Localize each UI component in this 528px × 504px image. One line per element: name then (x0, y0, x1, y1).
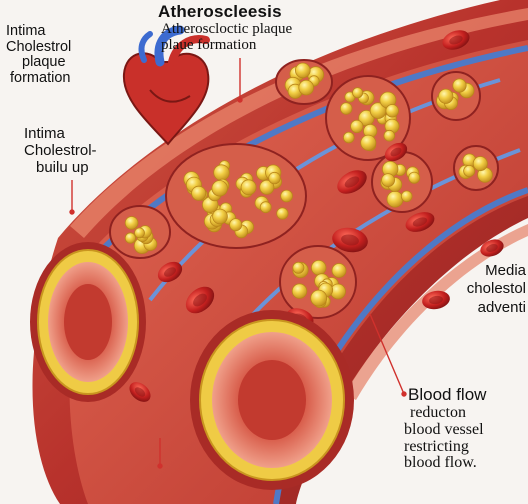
plaque-globule (472, 156, 488, 172)
red-blood-cell (422, 290, 450, 310)
red-blood-cell (332, 227, 368, 253)
wall-highlight-lower (344, 224, 528, 400)
plaque-globule (350, 119, 364, 134)
plaque-globule (385, 104, 399, 118)
red-blood-cell (337, 170, 367, 194)
label-media: Media cholestol adventi (467, 262, 526, 317)
plaque-globule (311, 260, 327, 276)
plaque-globule (452, 78, 467, 93)
cross-section-left (30, 242, 146, 402)
subtitle: Atheroscloctic plaque plaue formation (161, 21, 293, 54)
label-line: Cholestrol- (24, 141, 97, 159)
cross-section-right (190, 310, 354, 490)
plaque-globule (213, 164, 230, 181)
plaque-globule (352, 87, 364, 99)
plaque-globule (292, 261, 305, 274)
plaque-globule (124, 232, 136, 244)
plaque-globule (212, 208, 228, 225)
red-blood-cell (384, 142, 408, 162)
plaque-globule (386, 190, 404, 208)
plaque-globule (331, 263, 347, 278)
red-blood-cell (405, 212, 435, 232)
plaque-globule (229, 218, 243, 232)
label-line: blood flow. (404, 454, 477, 472)
label-intima-top: Intima Cholestrol plaque formation (6, 23, 72, 87)
plaque-globule (280, 189, 293, 203)
plaque-globule (191, 185, 207, 201)
subtitle-line: plaue formation (161, 36, 257, 53)
red-blood-cell (157, 261, 183, 283)
plaque-globule (298, 79, 315, 96)
label-line: cholestol (466, 280, 526, 298)
red-blood-cell (185, 286, 215, 314)
label-line: restricting (404, 437, 469, 455)
plaque-globule (240, 179, 257, 196)
label-line: plaque (22, 54, 66, 71)
plaque-globule (259, 201, 272, 214)
plaque-globule (294, 62, 311, 79)
label-line: Intima (6, 23, 46, 39)
leader-lines (69, 58, 407, 469)
plaque-globule (259, 179, 275, 195)
label-intima-mid: Intima Cholestrol- builu up (24, 125, 97, 176)
label-blood-flow-heading: Blood flow (408, 385, 487, 404)
label-line: reducton (410, 404, 466, 421)
plaque-globule (438, 88, 454, 104)
label-line: Intima (24, 125, 65, 142)
plaque-globule (124, 216, 139, 230)
label-line: builu up (36, 158, 89, 176)
plaque-globule (408, 171, 421, 184)
label-line: adventi (477, 298, 526, 316)
plaque-globule (463, 164, 476, 177)
label-line: blood vessel (404, 420, 484, 438)
title: Atheroscleesis (158, 2, 282, 21)
red-blood-cell (442, 30, 470, 50)
red-blood-cell (129, 382, 151, 402)
plaque-globule (360, 134, 377, 151)
plaque-globule (268, 171, 281, 185)
plaque-globule (342, 131, 355, 144)
red-blood-cell (480, 239, 504, 257)
label-blood-flow-body: reducton blood vessel restricting blood … (404, 404, 484, 472)
heart-icon (122, 25, 210, 146)
label-line: Media (485, 262, 526, 279)
plaque-globule (310, 289, 328, 307)
label-line: formation (10, 69, 71, 86)
plaque-globule (291, 283, 308, 299)
label-line: Cholestrol (6, 38, 72, 55)
plaque-globule (400, 190, 413, 203)
plaque-globule (383, 129, 396, 142)
plaque-globule (134, 227, 145, 239)
plaque-globule (381, 173, 396, 188)
plaque-globule (211, 180, 228, 197)
subtitle-line: Atheroscloctic plaque (161, 21, 293, 37)
plaque-globule (276, 207, 289, 220)
plaque-globule (340, 102, 353, 115)
